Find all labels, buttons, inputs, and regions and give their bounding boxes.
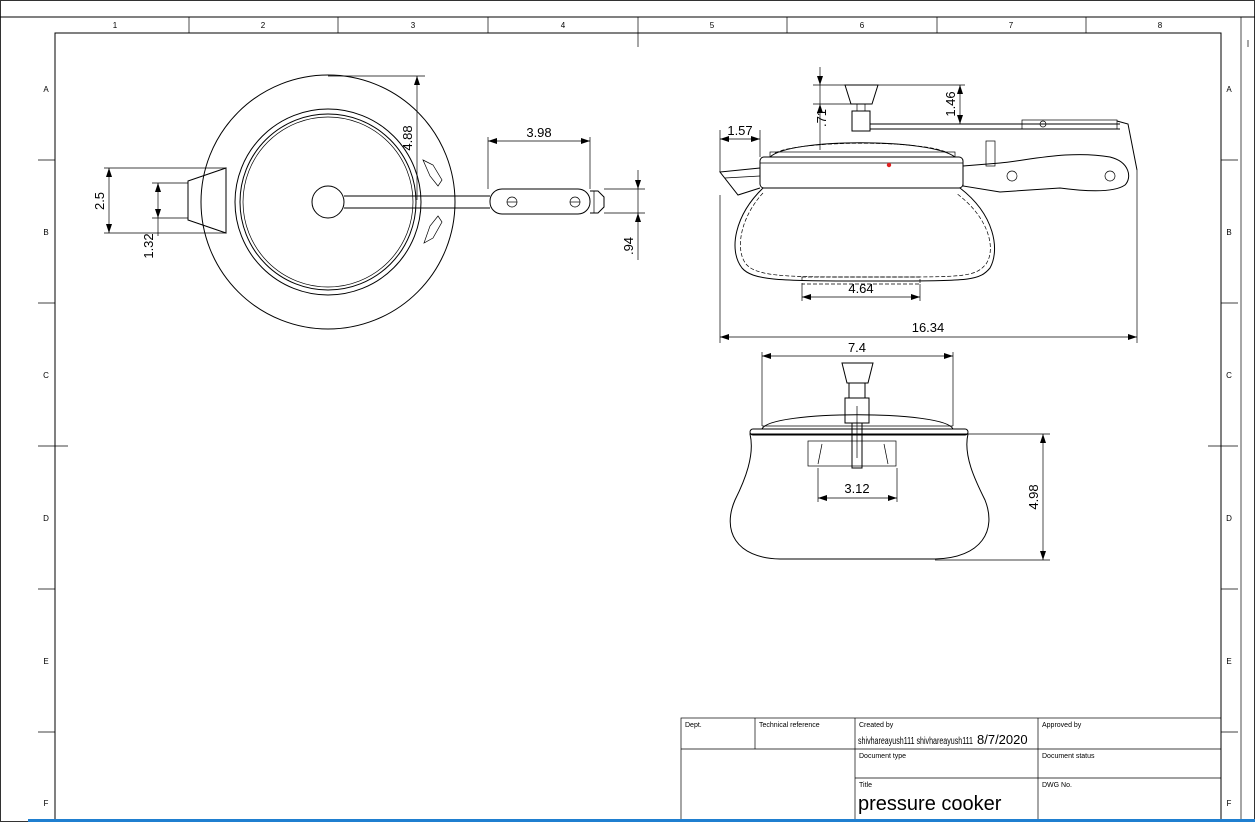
col-label-1: 1 <box>113 21 118 30</box>
row-label-d-right: D <box>1226 514 1232 523</box>
tb-created-by-label: Created by <box>859 722 894 729</box>
tb-document-status-label: Document status <box>1042 753 1095 760</box>
dim-front-lid-width: 7.4 <box>848 340 866 355</box>
red-marker-dot <box>886 162 892 168</box>
dim-top-outer-diameter: 4.88 <box>400 125 415 150</box>
col-label-8: 8 <box>1158 21 1163 30</box>
tb-created-by-value: shivhareayush111 shivhareayush111 <box>858 736 973 747</box>
tb-document-type-label: Document type <box>859 753 906 760</box>
row-label-c-left: C <box>43 371 49 380</box>
dim-side-overall-length: 16.34 <box>912 320 945 335</box>
row-label-b-left: B <box>43 228 48 237</box>
row-labels: A B C D E F A B C D E F <box>43 85 1232 808</box>
front-view: 7.4 3.12 4.98 <box>729 340 1050 561</box>
row-ticks <box>38 159 1238 733</box>
row-label-f-right: F <box>1227 799 1232 808</box>
col-label-5: 5 <box>710 21 715 30</box>
dim-side-lid-rise: .71 <box>814 109 829 127</box>
row-label-e-left: E <box>43 657 48 666</box>
col-label-6: 6 <box>860 21 865 30</box>
dim-top-spout-inner: 1.32 <box>141 233 156 258</box>
col-label-7: 7 <box>1009 21 1014 30</box>
col-label-4: 4 <box>561 21 566 30</box>
row-label-f-left: F <box>44 799 49 808</box>
row-label-a-left: A <box>43 85 49 94</box>
dim-side-base-width: 4.64 <box>848 281 873 296</box>
tb-dwg-no-label: DWG No. <box>1042 782 1072 789</box>
dim-front-body-height: 4.98 <box>1026 484 1041 509</box>
row-label-c-right: C <box>1226 371 1232 380</box>
dim-top-handle-thickness: .94 <box>621 237 636 255</box>
title-block: Dept. Technical reference Created by shi… <box>680 717 1222 822</box>
tb-tech-ref-label: Technical reference <box>759 722 820 729</box>
tb-title-label: Title <box>859 782 872 789</box>
tb-dept-label: Dept. <box>685 722 702 729</box>
row-label-a-right: A <box>1226 85 1232 94</box>
tb-approved-by-label: Approved by <box>1042 722 1082 729</box>
dim-side-weight-height: 1.46 <box>943 91 958 116</box>
dim-top-spout-height: 2.5 <box>92 192 107 210</box>
row-label-d-left: D <box>43 514 49 523</box>
column-ticks <box>188 17 1087 47</box>
side-view: 1.46 .71 1.57 4.64 16.34 <box>719 67 1138 343</box>
tb-created-date: 8/7/2020 <box>977 732 1028 747</box>
col-label-2: 2 <box>261 21 266 30</box>
dim-side-lid-offset: 1.57 <box>727 123 752 138</box>
dim-top-handle-length: 3.98 <box>526 125 551 140</box>
row-label-b-right: B <box>1226 228 1231 237</box>
column-labels: 1 2 3 4 5 6 7 8 <box>113 21 1163 30</box>
dim-front-bracket-width: 3.12 <box>844 481 869 496</box>
selection-status-bar <box>28 819 1255 822</box>
col-label-3: 3 <box>411 21 416 30</box>
tb-title-value: pressure cooker <box>858 793 1002 815</box>
top-view: 4.88 3.98 2.5 1.32 .94 <box>92 74 645 330</box>
row-label-e-right: E <box>1226 657 1231 666</box>
